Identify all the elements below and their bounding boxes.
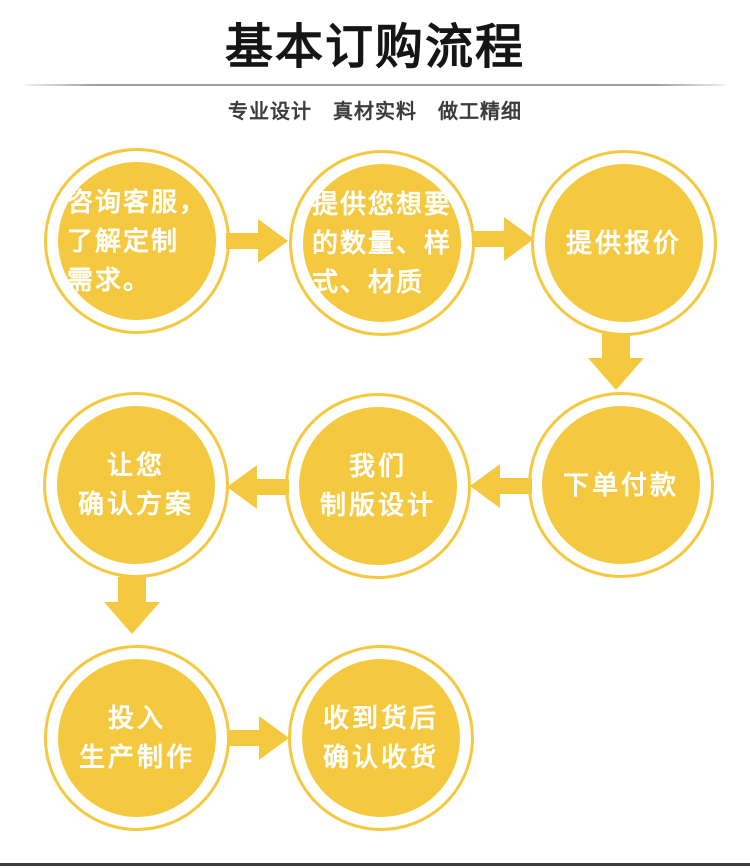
header: 基本订购流程 专业设计 真材实料 做工精细 xyxy=(0,0,750,124)
flow-step-label: 下单付款 xyxy=(562,469,679,500)
flow-step-label: 咨询客服， 了解定制 需求。 xyxy=(66,186,207,295)
flow-step-label: 提供您想要 的数量、样 式、材质 xyxy=(311,188,452,297)
flow-step-consult: 咨询客服， 了解定制 需求。 xyxy=(44,148,230,334)
arrow-right-icon xyxy=(227,716,289,760)
flow-step-circle-fill: 提供报价 xyxy=(545,164,703,322)
title-divider xyxy=(25,84,725,87)
flow-step-circle-fill: 提供您想要 的数量、样 式、材质 xyxy=(303,164,461,322)
section-bottom-border xyxy=(0,863,750,866)
arrow-left-icon xyxy=(227,465,289,509)
flow-step-circle-fill: 让您 确认方案 xyxy=(57,406,215,564)
flow-step-circle-fill: 咨询客服， 了解定制 需求。 xyxy=(58,162,216,320)
flow-step-receive-goods: 收到货后 确认收货 xyxy=(288,645,474,831)
flow-step-production: 投入 生产制作 xyxy=(44,645,230,831)
flow-step-label: 提供报价 xyxy=(565,227,682,258)
flow-step-quote: 提供报价 xyxy=(531,150,717,336)
flow-step-circle-fill: 下单付款 xyxy=(542,406,700,564)
arrow-right-icon xyxy=(226,219,288,263)
arrow-down-icon xyxy=(588,333,644,390)
flow-step-order-pay: 下单付款 xyxy=(528,392,714,578)
flow-step-requirements: 提供您想要 的数量、样 式、材质 xyxy=(289,150,475,336)
flow-step-circle-fill: 我们 制版设计 xyxy=(299,407,457,565)
flow-step-label: 收到货后 确认收货 xyxy=(322,703,439,772)
page-subtitle: 专业设计 真材实料 做工精细 xyxy=(228,101,522,124)
flow-step-circle-fill: 收到货后 确认收货 xyxy=(302,659,460,817)
arrow-right-icon xyxy=(472,217,534,261)
flow-step-label: 让您 确认方案 xyxy=(77,450,194,519)
flow-step-confirm-plan: 让您 确认方案 xyxy=(43,392,229,578)
page-title: 基本订购流程 xyxy=(224,21,525,74)
flow-step-circle-fill: 投入 生产制作 xyxy=(58,659,216,817)
flow-step-label: 投入 生产制作 xyxy=(78,703,195,772)
flow-step-label: 我们 制版设计 xyxy=(319,451,436,520)
arrow-down-icon xyxy=(104,577,160,634)
arrow-left-icon xyxy=(470,464,532,508)
flow-step-design: 我们 制版设计 xyxy=(285,393,471,579)
